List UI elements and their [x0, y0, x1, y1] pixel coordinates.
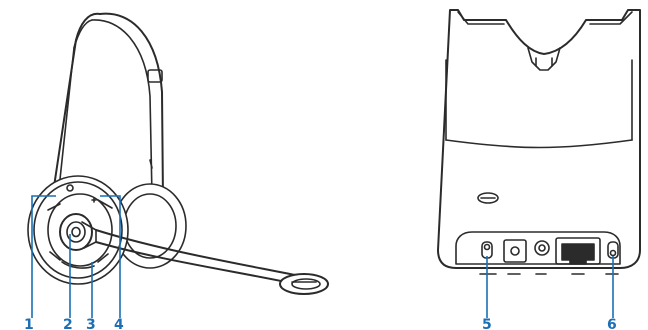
callout-1: 1 [24, 317, 34, 330]
telephone-port-icon [555, 237, 601, 275]
headset-callout-lines [31, 195, 121, 318]
callout-2: 2 [63, 317, 73, 330]
headset-jack-icon [534, 240, 550, 275]
callout-5: 5 [482, 317, 492, 330]
callout-6: 6 [607, 317, 617, 330]
charging-cradle-icon [437, 9, 641, 269]
callout-3: 3 [86, 317, 96, 330]
base-callout-labels: 5 6 [482, 317, 617, 330]
power-jack-icon [503, 239, 527, 275]
volume-button-icon [91, 197, 97, 203]
headband-icon [51, 12, 164, 201]
headset-illustration [27, 12, 329, 295]
callout-4: 4 [114, 317, 124, 330]
base-illustration [437, 9, 641, 275]
pairing-symbol-icon [477, 192, 499, 204]
headset-callout-labels: 1 2 3 4 [24, 317, 124, 330]
power-button-icon [66, 184, 74, 192]
call-control-button-icon [59, 213, 93, 251]
base-callout-lines [486, 256, 614, 318]
